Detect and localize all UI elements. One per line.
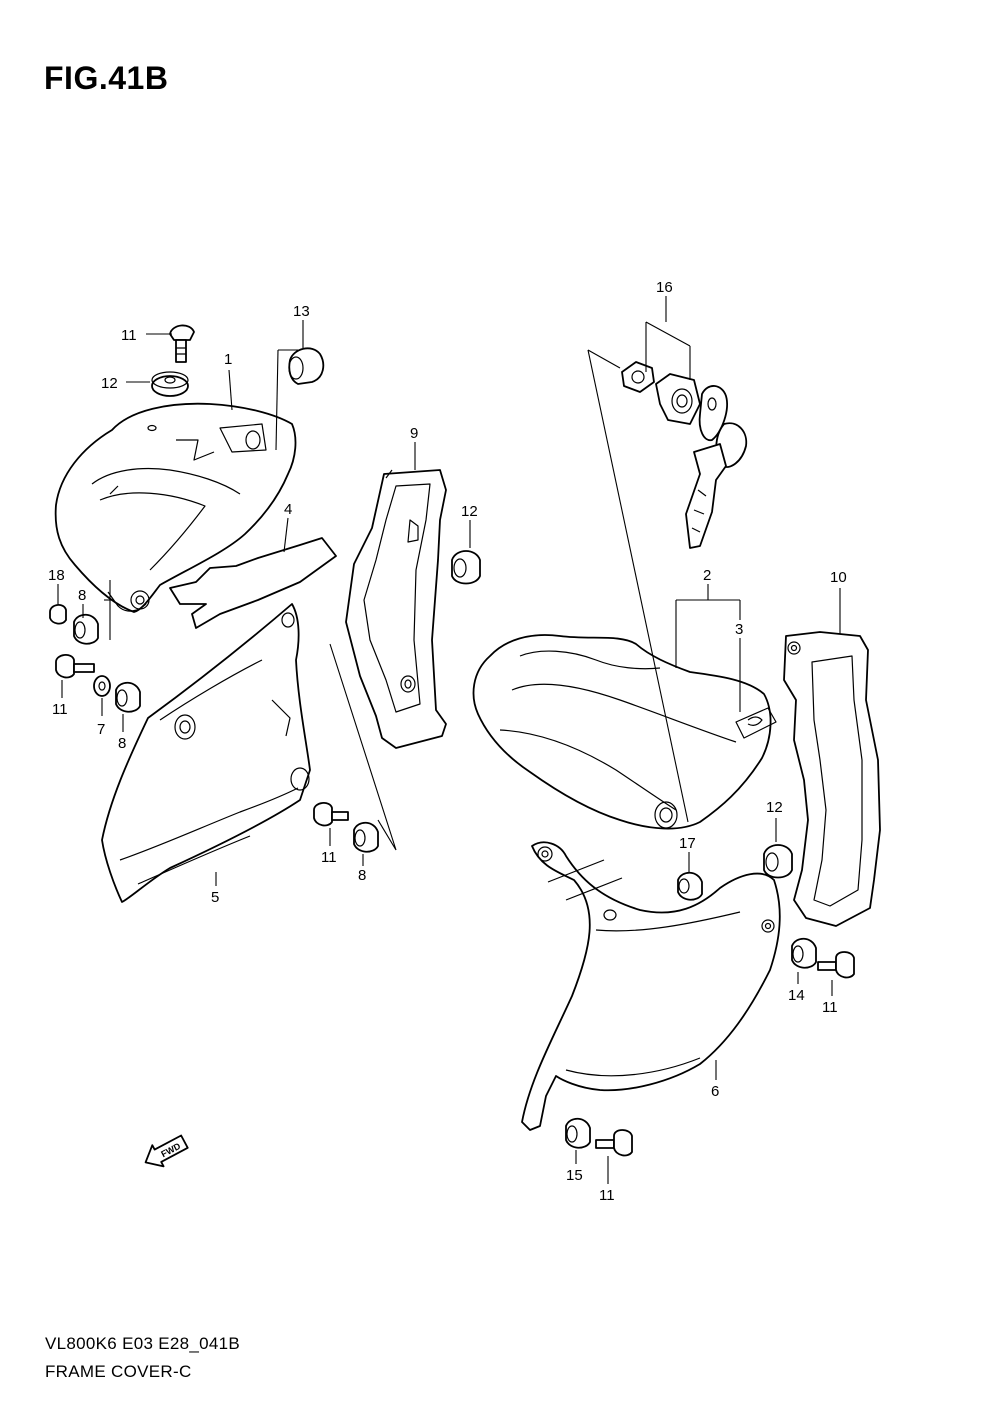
callout-11: 11: [822, 999, 838, 1016]
callout-11: 11: [121, 327, 137, 344]
figure-title: FIG.41B: [44, 60, 169, 96]
callout-12: 12: [461, 503, 478, 520]
part-1-frame-cover-upper: [54, 402, 297, 613]
callout-8: 8: [358, 867, 366, 884]
callout-12: 12: [101, 375, 118, 392]
bolt-11-right: [817, 951, 855, 979]
grommet-14: [791, 937, 817, 969]
callout-8: 8: [118, 735, 126, 752]
callout-8: 8: [78, 587, 86, 604]
callout-14: 14: [788, 987, 805, 1004]
callout-9: 9: [410, 425, 418, 442]
callout-11: 11: [321, 849, 337, 866]
callout-12: 12: [766, 799, 783, 816]
callout-6: 6: [711, 1083, 719, 1100]
callout-4: 4: [284, 501, 292, 518]
grommet-8-c: [353, 821, 379, 853]
diagram-caption: FRAME COVER-C: [45, 1362, 192, 1381]
callout-11: 11: [52, 701, 68, 718]
callout-16: 16: [656, 279, 673, 296]
grommet-8-a: [73, 613, 99, 645]
grommet-17: [677, 871, 703, 901]
bolt-11-bottom: [595, 1129, 633, 1157]
grommet-15: [565, 1117, 591, 1149]
callout-labels: 11 12 1 13 4 18 8 11 7 8 9 12 11 8 5 16 …: [48, 279, 847, 1204]
leader-lines: [57, 296, 841, 1184]
callout-7: 7: [97, 721, 105, 738]
callout-10: 10: [830, 569, 847, 586]
grommet-12-right: [763, 844, 793, 879]
callout-11: 11: [599, 1187, 615, 1204]
callout-1: 1: [224, 351, 232, 368]
bolt-18: [49, 604, 67, 625]
callout-2: 2: [703, 567, 711, 584]
part-4-bracket: [169, 537, 337, 629]
bolt-11-mid: [313, 802, 349, 827]
bolt-11-left: [55, 654, 95, 679]
part-6-frame-cover-lower-right: [521, 841, 781, 1131]
callout-3: 3: [735, 621, 743, 638]
grommet-12-top: [151, 371, 189, 397]
callout-18: 18: [48, 567, 65, 584]
fwd-arrow-icon: FWD: [144, 1134, 189, 1168]
fastener-11-top: [169, 324, 195, 363]
grommet-12-mid: [451, 550, 481, 585]
part-16-key-lock-set: [621, 361, 748, 549]
part-10-side-bracket-right: [783, 631, 881, 927]
part-9-side-bracket: [345, 469, 447, 749]
grommet-13: [288, 347, 325, 385]
grommet-8-b: [115, 681, 141, 713]
part-2-frame-cover-right: [472, 634, 777, 830]
callout-13: 13: [293, 303, 310, 320]
callout-17: 17: [679, 835, 696, 852]
callout-5: 5: [211, 889, 219, 906]
callout-15: 15: [566, 1167, 583, 1184]
part-5-frame-cover-lower-left: [101, 603, 311, 903]
model-code: VL800K6 E03 E28_041B: [45, 1334, 241, 1353]
washer-7: [93, 675, 111, 697]
